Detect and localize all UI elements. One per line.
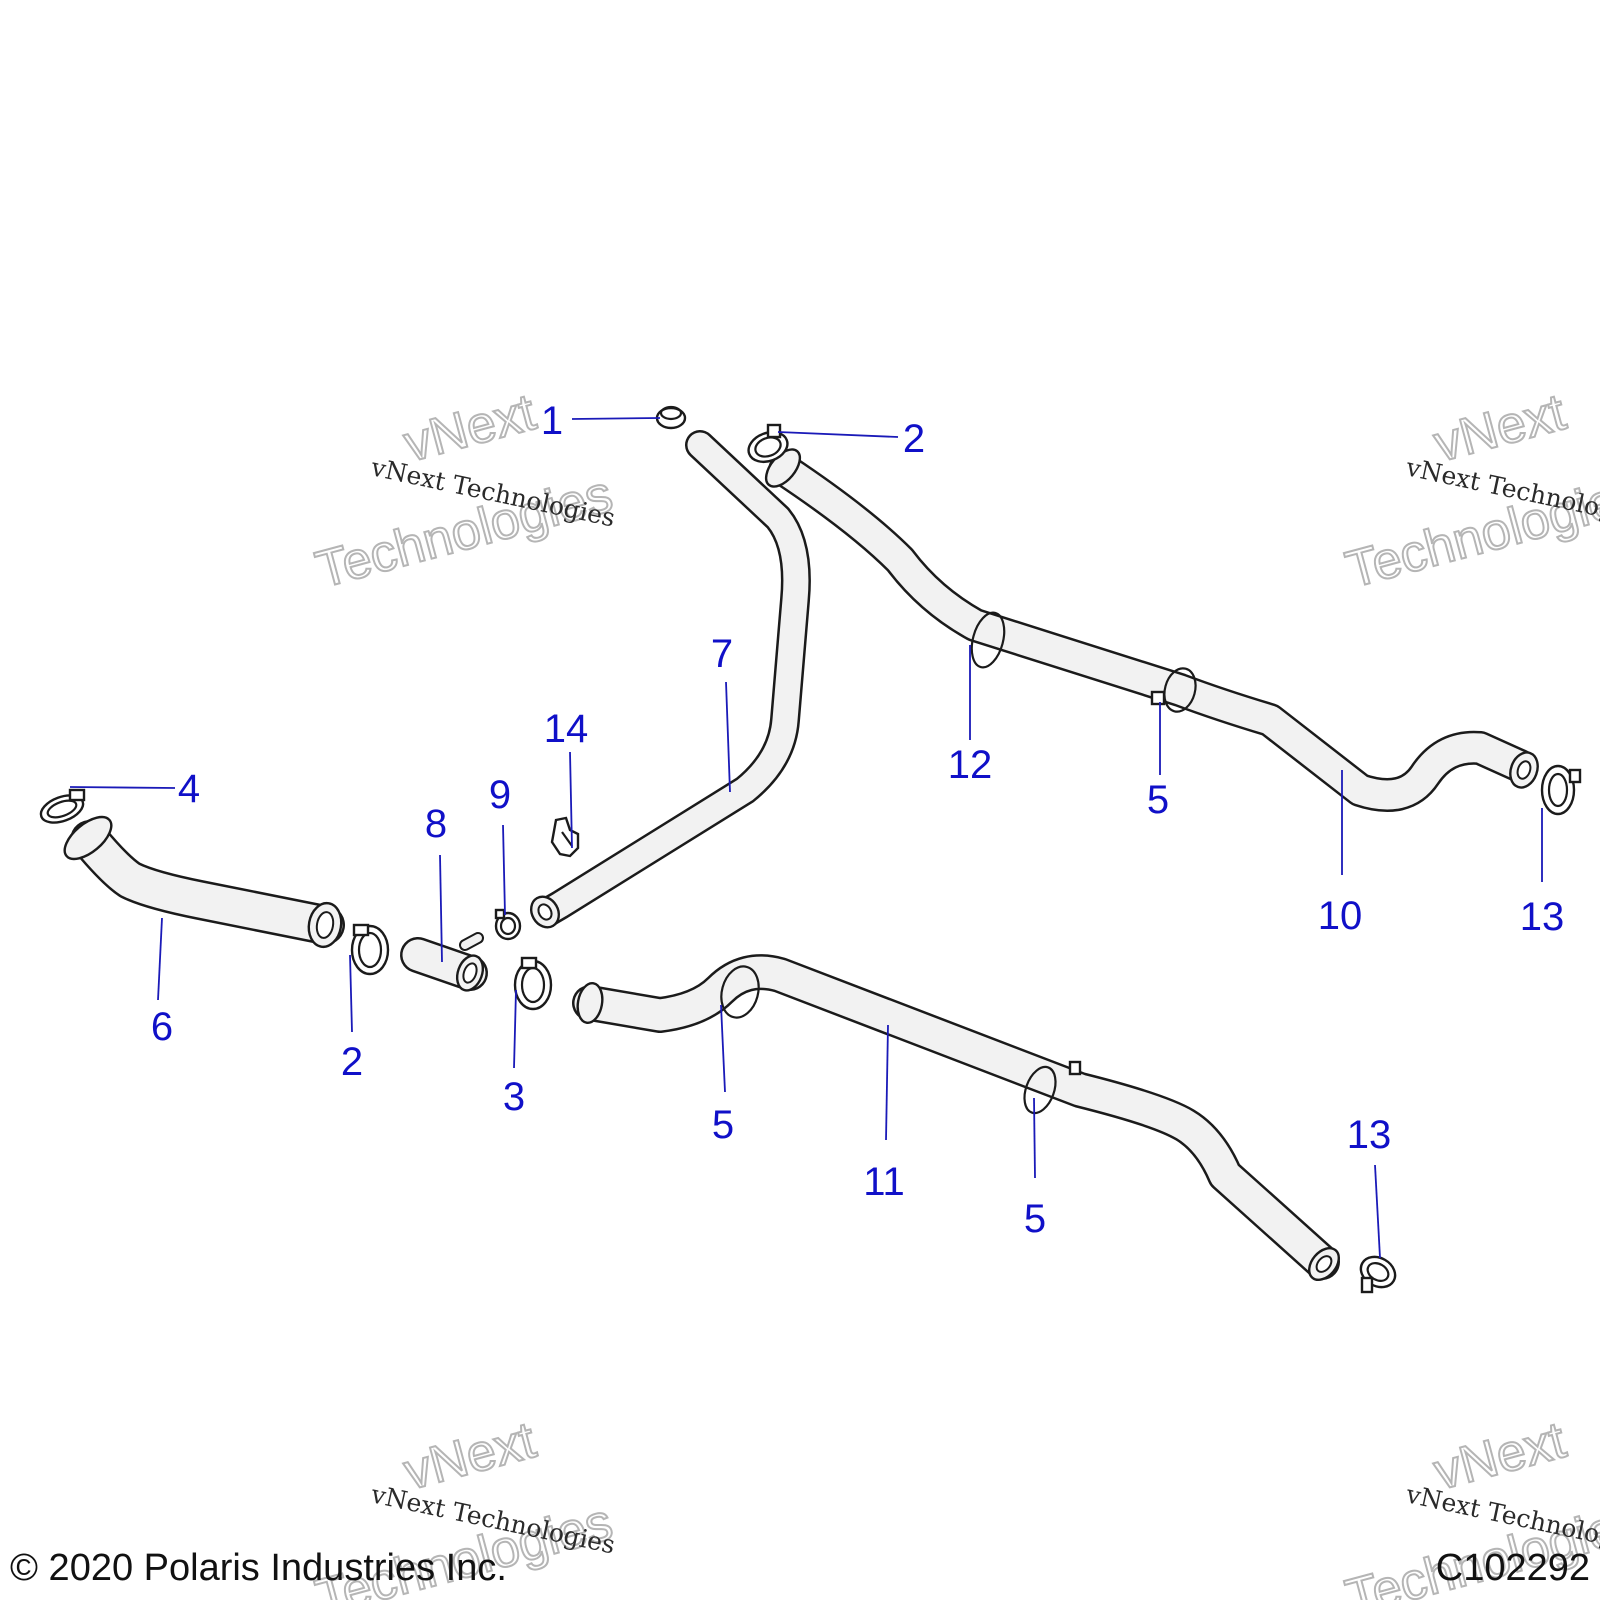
callout-1: 1: [541, 399, 563, 443]
clamp-12: [970, 611, 1006, 669]
hose-7: [529, 430, 811, 929]
callout-9: 9: [489, 773, 511, 817]
callout-13-bottom: 13: [1347, 1113, 1392, 1157]
watermark-top-left: vNext Technologies vNext Technologies: [309, 382, 619, 601]
diagram-id: C102292: [1436, 1547, 1590, 1589]
callout-10: 10: [1318, 894, 1363, 938]
clamp-5-left: [720, 965, 760, 1019]
clamp-9: [494, 908, 522, 941]
hose-10: [764, 448, 1539, 812]
hose-6: [63, 815, 345, 949]
callout-11: 11: [863, 1160, 905, 1204]
callout-12: 12: [948, 743, 993, 787]
clamp-13-bottom: [1359, 1255, 1397, 1294]
clamp-3: [513, 956, 553, 1011]
callout-13-right: 13: [1520, 895, 1565, 939]
callout-3: 3: [503, 1075, 525, 1119]
clip-14: [550, 816, 580, 858]
callout-5-top: 5: [1147, 778, 1169, 822]
watermark-line1: vNext: [398, 383, 542, 474]
callout-2-top: 2: [903, 417, 925, 461]
clamp-2-top: [747, 423, 789, 464]
callout-5-bottom: 5: [1024, 1197, 1046, 1241]
clamp-4: [39, 788, 86, 824]
leader-lines: [69, 417, 1543, 1259]
clamp-13-right: [1540, 764, 1582, 816]
callout-7: 7: [711, 632, 733, 676]
callout-2-bottom: 2: [341, 1040, 363, 1084]
callout-6: 6: [151, 1005, 173, 1049]
callout-14: 14: [544, 707, 589, 751]
clamp-5-top: [1150, 667, 1197, 713]
callout-4: 4: [178, 767, 200, 811]
watermark-top-right: vNext Technologies vNext Technologies: [1339, 382, 1600, 601]
callout-labels: 1 2 4 7 14 9 8 6 2 3 12 5 10 13 5 11 5 1…: [151, 399, 1564, 1241]
callout-5-left: 5: [712, 1103, 734, 1147]
hose-8: [400, 932, 488, 992]
copyright-text: © 2020 Polaris Industries Inc.: [10, 1547, 507, 1589]
callout-8: 8: [425, 802, 447, 846]
clamp-5-middle: [1023, 1060, 1082, 1115]
watermark-line1: vNext: [398, 1411, 542, 1502]
clamp-2-bottom: [350, 923, 390, 976]
hose-11: [572, 954, 1340, 1281]
cap-1: [655, 405, 687, 430]
